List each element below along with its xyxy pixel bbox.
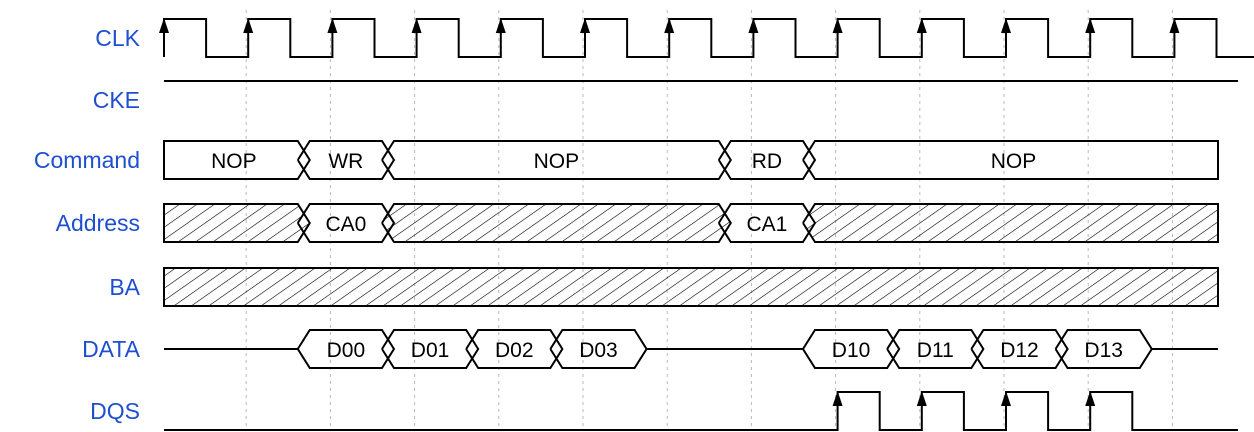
data-segment-label: D10 — [832, 339, 871, 362]
data-segment-label: D11 — [917, 339, 954, 362]
dqs-rising-edge-arrow — [916, 391, 927, 406]
command-value-segment — [802, 140, 1219, 180]
data-waveform: D00 D01 D02 D03 D10 D11 D12 D13 — [164, 329, 1218, 369]
address-segment-label: CA0 — [325, 213, 366, 236]
address-signal-label: Address — [56, 210, 140, 236]
data-value-segment — [296, 329, 396, 369]
dqs-waveform — [164, 391, 1238, 431]
data-value-segment — [549, 329, 648, 369]
address-waveform: CA0 CA1 — [163, 203, 1219, 243]
address-dont-care-fill — [381, 204, 731, 242]
data-segment-label: D13 — [1084, 339, 1123, 362]
data-segment-label: D03 — [579, 339, 618, 362]
address-segment-label: CA1 — [746, 213, 787, 236]
dqs-rising-edge-arrow — [1085, 391, 1096, 406]
ba-dont-care-fill — [164, 268, 1218, 306]
address-dont-care-segment — [163, 203, 311, 243]
dqs-signal-label: DQS — [90, 398, 140, 424]
data-value-segment — [802, 329, 901, 369]
data-value-segment — [886, 329, 985, 369]
dqs-rising-edge-arrow — [1001, 391, 1011, 406]
address-dont-care-segment — [802, 203, 1219, 243]
data-signal-label: DATA — [82, 336, 141, 362]
clk-rising-edge-arrow — [1169, 18, 1180, 33]
command-segment-label: NOP — [211, 150, 257, 173]
address-dont-care-fill — [802, 204, 1218, 242]
clk-rising-edge-arrow — [495, 18, 506, 33]
dqs-trace — [164, 391, 1238, 431]
data-value-segment — [970, 329, 1069, 369]
data-value-segment — [465, 329, 564, 369]
command-segment-label: NOP — [534, 150, 580, 173]
ba-signal-label: BA — [109, 274, 140, 300]
clk-rising-edge-arrow — [664, 18, 675, 33]
clk-rising-edge-arrow — [580, 18, 590, 33]
command-value-segment — [163, 140, 311, 180]
clk-rising-edge-arrow — [1085, 18, 1096, 33]
clk-rising-edge-arrow — [327, 18, 338, 33]
command-signal-label: Command — [34, 147, 140, 173]
data-segment-label: D12 — [1000, 339, 1039, 362]
data-value-segment — [381, 329, 480, 369]
ba-dont-care-segment — [163, 267, 1219, 307]
command-value-segment — [717, 140, 817, 180]
command-value-segment — [296, 140, 396, 180]
clk-rising-edge-arrow — [411, 18, 422, 33]
clk-rising-edge-arrow — [159, 18, 169, 33]
data-value-segment — [1054, 329, 1153, 369]
command-segment-label: WR — [328, 150, 363, 173]
data-segment-label: D02 — [495, 339, 534, 362]
data-segment-label: D00 — [327, 339, 366, 362]
dqs-rising-edge-arrow — [832, 391, 843, 406]
ba-waveform — [163, 267, 1219, 307]
command-segment-label: NOP — [991, 150, 1037, 173]
cke-signal-label: CKE — [93, 87, 140, 113]
clk-rising-edge-arrow — [916, 18, 927, 33]
address-dont-care-fill — [164, 204, 310, 242]
command-waveform: NOP WR NOP RD NOP — [163, 140, 1219, 180]
clk-rising-edge-arrow — [1001, 18, 1011, 33]
clk-rising-edge-arrow — [832, 18, 843, 33]
clk-rising-edge-arrow — [748, 18, 759, 33]
clk-waveform — [159, 18, 1254, 58]
clk-signal-label: CLK — [95, 25, 140, 51]
command-value-segment — [381, 140, 732, 180]
address-dont-care-segment — [381, 203, 732, 243]
data-segment-label: D01 — [411, 339, 450, 362]
clk-rising-edge-arrow — [243, 18, 254, 33]
command-segment-label: RD — [752, 150, 782, 173]
